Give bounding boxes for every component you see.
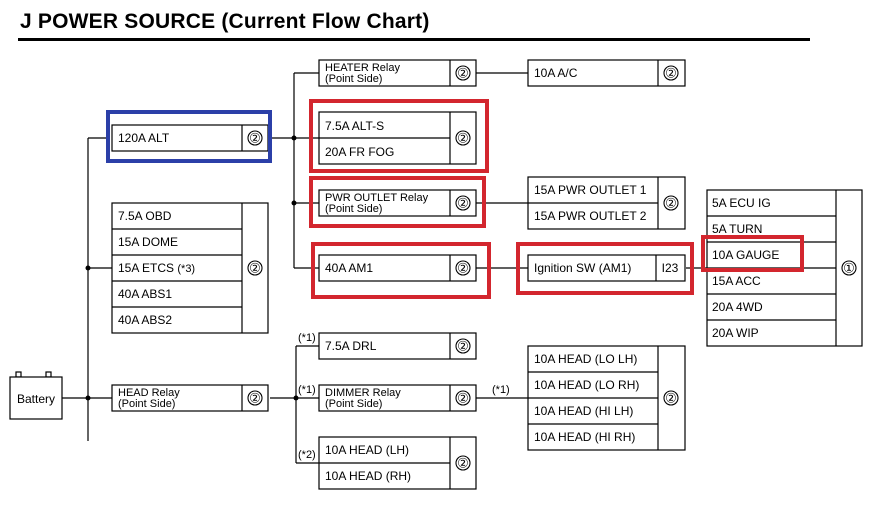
alt-120-label: 120A ALT <box>118 131 170 145</box>
ac-fuse-label: 10A A/C <box>534 66 578 80</box>
ignition-switch-label: Ignition SW (AM1) <box>534 261 631 275</box>
diagram-title: J POWER SOURCE (Current Flow Chart) <box>20 10 430 33</box>
left-fuse-block-ref: ② <box>249 261 261 276</box>
dimmer-relay-ref: ② <box>457 391 469 406</box>
head-hi-lh-label: 10A HEAD (HI LH) <box>534 404 633 418</box>
obd-label: 7.5A OBD <box>118 209 172 223</box>
alt-s-fog-ref: ② <box>457 131 469 146</box>
ignition-switch-box: Ignition SW (AM1) I23 <box>527 254 686 282</box>
head-lo-rh-label: 10A HEAD (LO RH) <box>534 378 639 392</box>
head-lh-rh-box: 10A HEAD (LH) 10A HEAD (RH) ② <box>318 436 477 490</box>
head-lo-hi-block: 10A HEAD (LO LH) 10A HEAD (LO RH) 10A HE… <box>527 345 686 451</box>
drl-label: 7.5A DRL <box>325 339 377 353</box>
head-lh-rh-ref: ② <box>457 456 469 471</box>
pwr-outlet-fuse-box: 15A PWR OUTLET 1 15A PWR OUTLET 2 ② <box>527 176 686 230</box>
am1-box: 40A AM1 ② <box>318 254 477 282</box>
drl-ref: ② <box>457 339 469 354</box>
ignition-switch-highlight <box>516 242 694 295</box>
dimmer-relay-label: DIMMER Relay <box>325 387 401 399</box>
battery-label: Battery <box>17 392 55 406</box>
dimmer-relay-sublabel: (Point Side) <box>325 398 382 410</box>
dimmer-output-note: (*1) <box>492 384 510 396</box>
head-relay-label: HEAD Relay <box>118 387 180 399</box>
pwr-outlet-2-label: 15A PWR OUTLET 2 <box>534 209 647 223</box>
acc-label: 15A ACC <box>712 274 761 288</box>
battery: Battery <box>9 371 63 420</box>
pwr-outlet-relay-highlight <box>309 176 486 228</box>
heater-relay-sublabel: (Point Side) <box>325 73 382 85</box>
am1-highlight <box>311 242 491 299</box>
head-relay-sublabel: (Point Side) <box>118 398 175 410</box>
head-lo-hi-ref: ② <box>665 391 677 406</box>
left-fuse-block: 7.5A OBD 15A DOME 15A ETCS (*3) 40A ABS1… <box>111 202 269 334</box>
pwr-outlet-relay-box: PWR OUTLET Relay (Point Side) ② <box>318 189 477 217</box>
junctions <box>85 135 299 401</box>
dome-label: 15A DOME <box>118 235 178 249</box>
alt-highlight <box>106 110 272 163</box>
title-underline <box>18 38 810 41</box>
4wd-label: 20A 4WD <box>712 300 763 314</box>
alt-s-label: 7.5A ALT-S <box>325 119 384 133</box>
pwr-outlet-1-label: 15A PWR OUTLET 1 <box>534 183 647 197</box>
pwr-outlet-relay-ref: ② <box>457 196 469 211</box>
head-lh-label: 10A HEAD (LH) <box>325 443 409 457</box>
alt-s-fog-box: 7.5A ALT-S 20A FR FOG ② <box>318 111 477 165</box>
head-relay-ref: ② <box>249 391 261 406</box>
drl-note: (*1) <box>298 332 316 344</box>
head-lh-rh-note: (*2) <box>298 449 316 461</box>
gauge-label: 10A GAUGE <box>712 248 779 262</box>
abs2-label: 40A ABS2 <box>118 313 172 327</box>
gauge-highlight <box>701 235 804 272</box>
right-fuse-block-ref: ① <box>843 261 855 276</box>
turn-label: 5A TURN <box>712 222 762 236</box>
heater-relay-label: HEATER Relay <box>325 62 400 74</box>
pwr-outlet-relay-label: PWR OUTLET Relay <box>325 192 429 204</box>
etcs-note: (*3) <box>177 263 195 275</box>
alt-120-ref: ② <box>249 131 261 146</box>
abs1-label: 40A ABS1 <box>118 287 172 301</box>
head-rh-label: 10A HEAD (RH) <box>325 469 411 483</box>
drl-box: 7.5A DRL ② <box>318 332 477 360</box>
head-lo-lh-label: 10A HEAD (LO LH) <box>534 352 637 366</box>
fr-fog-label: 20A FR FOG <box>325 145 394 159</box>
heater-relay-box: HEATER Relay (Point Side) ② <box>318 59 477 87</box>
ac-fuse-box: 10A A/C ② <box>527 59 686 87</box>
head-relay-box: HEAD Relay (Point Side) ② <box>111 384 269 412</box>
pwr-outlet-fuse-ref: ② <box>665 196 677 211</box>
am1-ref: ② <box>457 261 469 276</box>
head-hi-rh-label: 10A HEAD (HI RH) <box>534 430 635 444</box>
alt-s-fog-highlight <box>309 99 489 173</box>
heater-relay-ref: ② <box>457 66 469 81</box>
wip-label: 20A WIP <box>712 326 759 340</box>
dimmer-note: (*1) <box>298 384 316 396</box>
ignition-switch-connector: I23 <box>662 261 679 275</box>
etcs-name: 15A ETCS <box>118 261 174 275</box>
pwr-outlet-relay-sublabel: (Point Side) <box>325 203 382 215</box>
alt-120-box: 120A ALT ② <box>111 124 269 152</box>
ac-fuse-ref: ② <box>665 66 677 81</box>
am1-label: 40A AM1 <box>325 261 373 275</box>
ecu-ig-label: 5A ECU IG <box>712 196 771 210</box>
wiring <box>62 72 707 464</box>
etcs-label: 15A ETCS (*3) <box>118 261 195 275</box>
dimmer-relay-box: DIMMER Relay (Point Side) ② <box>318 384 477 412</box>
